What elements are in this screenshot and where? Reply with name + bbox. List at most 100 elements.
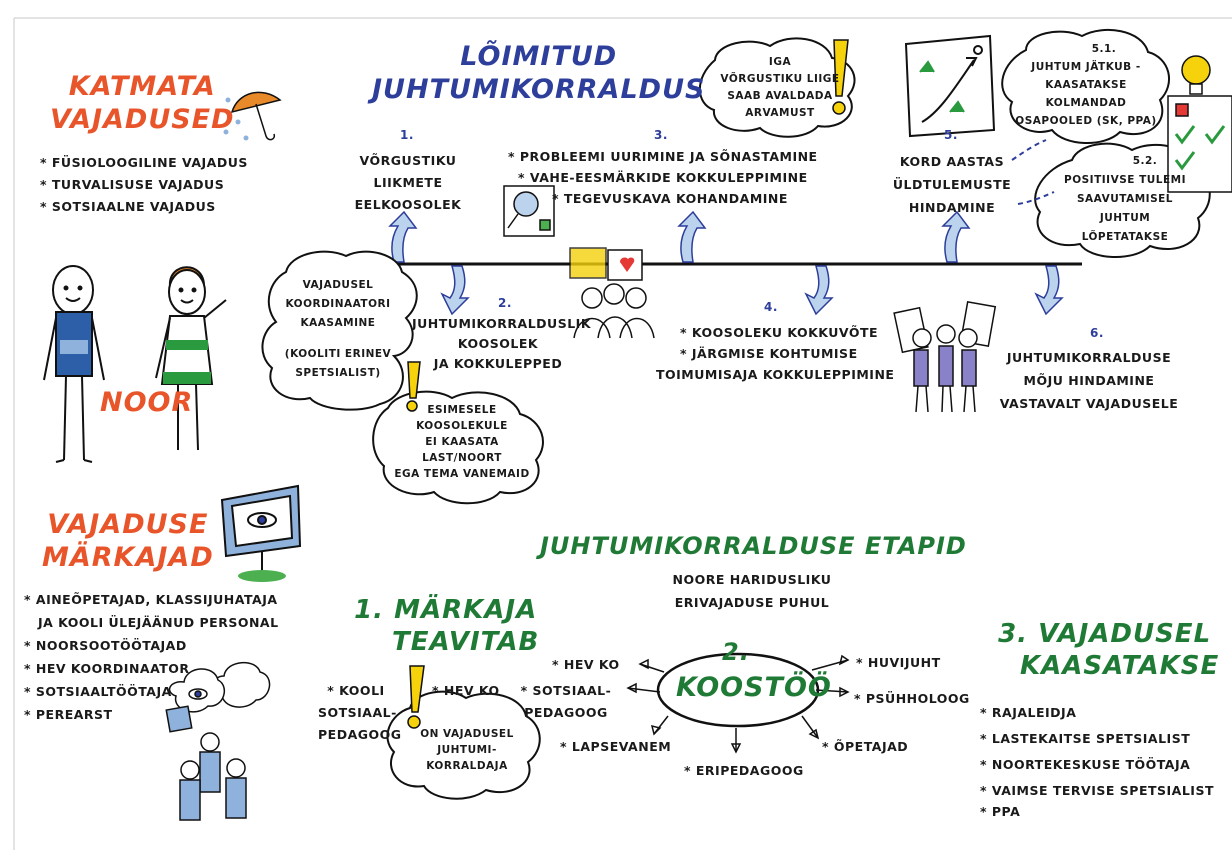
step-line: HINDAMINE — [908, 200, 996, 215]
katmata-title: KATMATA VAJADUSED — [50, 70, 235, 136]
step-line: * KOOSOLEKU KOKKUVÕTE — [680, 325, 879, 340]
list-line: * SOTSIAAL- — [520, 683, 612, 698]
list-item: * RAJALEIDJA — [980, 705, 1077, 720]
cloud-line: EGA TEMA VANEMAID — [394, 468, 530, 480]
step-4-text: * KOOSOLEKU KOKKUVÕTE * JÄRGMISE KOHTUMI… — [656, 322, 894, 385]
cloud-line: KAASAMINE — [300, 317, 376, 329]
cloud-line: KORRALDAJA — [426, 760, 508, 772]
people-thinking-icon — [165, 662, 271, 821]
magnifier-chart-icon — [503, 185, 555, 237]
cloud-line: EI KAASATA — [425, 436, 499, 448]
koostoo-sots: * SOTSIAAL- PEDAGOOG — [512, 680, 620, 724]
subtitle-line: NOORE HARIDUSLIKU — [672, 572, 832, 587]
teavitab-hevko: * HEV KO — [432, 683, 500, 698]
katmata-title-line1: KATMATA — [68, 71, 216, 102]
step-1-text: VÕRGUSTIKU LIIKMETE EELKOOSOLEK — [350, 150, 466, 216]
list-item: * LASTEKAITSE SPETSIALIST — [980, 731, 1191, 746]
down-arrow-icon — [440, 265, 1064, 316]
lightbulb-checklist-icon — [1167, 55, 1232, 193]
etapid-title: JUHTUMIKORRALDUSE ETAPID — [540, 532, 967, 560]
cloud-iga — [699, 37, 856, 138]
step-line: * VAHE-EESMÄRKIDE KOKKULEPPIMINE — [518, 170, 808, 185]
list-item: * SOTSIAALNE VAJADUS — [40, 199, 216, 214]
monitor-eye-icon — [220, 484, 302, 582]
loimitud-title-line1: LÕIMITUD — [460, 41, 618, 72]
list-item: * NOORSOOTÖÖTAJAD — [24, 638, 187, 653]
up-arrow-icon — [388, 210, 971, 263]
step-2-text: JUHTUMIKORRALDUSLIK KOOSOLEK JA KOKKULEP… — [412, 314, 592, 374]
cloud-52 — [1034, 142, 1211, 258]
cloud-line: JUHTUM JÄTKUB - — [1031, 61, 1141, 73]
noor-label: NOOR — [100, 387, 194, 418]
list-item: * FÜSIOLOOGILINE VAJADUS — [40, 155, 248, 170]
kaasatakse-title: 3. VAJADUSEL KAASATAKSE — [990, 618, 1219, 682]
cloud-line: KAASATAKSE — [1045, 79, 1127, 91]
title-line: KAASATAKSE — [1020, 651, 1220, 681]
step-4-number: 4. — [764, 300, 778, 314]
step-line: * PROBLEEMI UURIMINE JA SÕNASTAMINE — [508, 149, 818, 164]
koostoo-opetajad: * ÕPETAJAD — [822, 739, 909, 754]
list-item: * VAIMSE TERVISE SPETSIALIST — [980, 783, 1214, 798]
cloud-line: ON VAJADUSEL — [420, 728, 514, 740]
cloud-line: SAAB AVALDADA — [727, 90, 833, 102]
boy-figure-icon — [43, 265, 105, 463]
koostoo-huvijuht: * HUVIJUHT — [856, 655, 941, 670]
step-5-number: 5. — [944, 128, 958, 142]
step-line: KORD AASTAS — [899, 154, 1005, 169]
girl-figure-icon — [155, 266, 227, 451]
markajad-title-line1: VAJADUSE — [47, 509, 209, 540]
list-item: * AINEÕPETAJAD, KLASSIJUHATAJA — [24, 592, 278, 607]
koostoo-lapsevanem: * LAPSEVANEM — [560, 739, 672, 754]
step-line: JA KOKKULEPPED — [433, 356, 563, 371]
cloud-koordinaator — [261, 250, 418, 411]
step-line: JUHTUMIKORRALDUSE — [1006, 350, 1172, 365]
cloud-line: JUHTUM — [1099, 212, 1151, 224]
cloud-hevko — [386, 690, 541, 800]
step-line: JUHTUMIKORRALDUSLIK — [412, 316, 592, 331]
cloud-line: KOLMANDAD — [1045, 97, 1127, 109]
loimitud-title-line2: JUHTUMIKORRALDUS — [372, 74, 706, 105]
list-line: * KOOLI — [327, 683, 385, 698]
cloud-line: SAAVUTAMISEL — [1076, 193, 1173, 205]
evaluating-people-icon — [893, 301, 997, 413]
cloud-line: 5.1. — [1091, 43, 1117, 55]
cloud-line: KOORDINAATORI — [285, 298, 391, 310]
cloud-line: LÕPETATAKSE — [1081, 231, 1169, 243]
subtitle-line: ERIVAJADUSE PUHUL — [674, 595, 830, 610]
cloud-line: VAJADUSEL — [302, 279, 374, 291]
koostoo-arrows — [626, 654, 850, 754]
step-line: EELKOOSOLEK — [354, 197, 462, 212]
list-item: JA KOOLI ÜLEJÄÄNUD PERSONAL — [38, 615, 279, 630]
cloud-line: JUHTUMI- — [437, 744, 497, 756]
markajad-title: VAJADUSE MÄRKAJAD — [42, 508, 214, 574]
katmata-title-line2: VAJADUSED — [50, 104, 235, 135]
cloud-line: SPETSIALIST) — [295, 367, 381, 379]
umbrella-icon — [223, 91, 282, 141]
cloud-line: KOOSOLEKULE — [416, 420, 508, 432]
step-2-number: 2. — [498, 296, 512, 310]
markajad-list: * AINEÕPETAJAD, KLASSIJUHATAJA JA KOOLI … — [24, 588, 279, 726]
teavitab-kooli: * KOOLI SOTSIAAL- PEDAGOOG — [318, 680, 402, 746]
list-line: PEDAGOOG — [524, 705, 608, 720]
list-item: * SOTSIAALTÖÖTAJA — [24, 684, 172, 699]
cloud-line: IGA — [768, 56, 792, 68]
cloud-iga-text: IGA VÕRGUSTIKU LIIGE SAAB AVALDADA ARVAM… — [712, 54, 848, 122]
cloud-line — [270, 333, 406, 345]
cloud-line: OSAPOOLED (SK, PPA) — [1015, 115, 1157, 127]
step-6-number: 6. — [1090, 326, 1104, 340]
markajad-title-line2: MÄRKAJAD — [42, 542, 214, 573]
step-line: MÕJU HINDAMINE — [1023, 373, 1155, 388]
cloud-hevko-text: ON VAJADUSEL JUHTUMI- KORRALDAJA — [402, 726, 532, 774]
step-line: TOIMUMISAJA KOKKULEPPIMINE — [656, 367, 895, 382]
koostoo-hevko: * HEV KO — [552, 657, 620, 672]
list-item: * HEV KOORDINAATOR — [24, 661, 190, 676]
koostoo-psuhholoog: * PSÜHHOLOOG — [854, 691, 970, 706]
list-item: * TURVALISUSE VAJADUS — [40, 177, 225, 192]
cloud-line: 5.2. — [1132, 155, 1158, 167]
markaja-teavitab-title: 1. MÄRKAJA TEAVITAB — [352, 594, 539, 658]
cloud-esimesele — [372, 390, 544, 505]
list-line: PEDAGOOG — [318, 727, 402, 742]
koostoo-eripedagoog: * ERIPEDAGOOG — [684, 763, 804, 778]
list-item: * PPA — [980, 804, 1021, 819]
